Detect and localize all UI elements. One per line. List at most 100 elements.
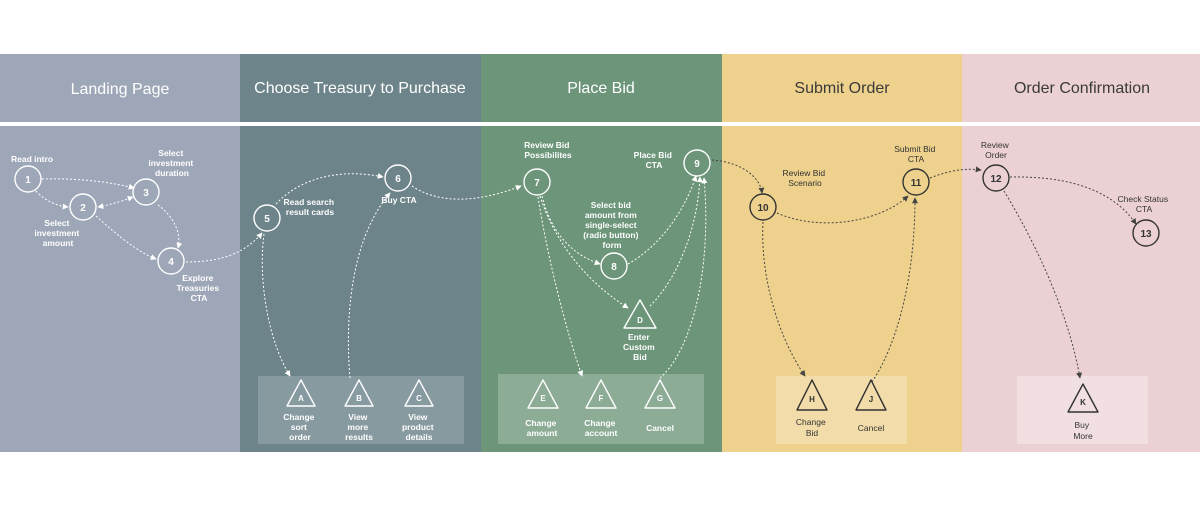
alt-E-label-line: amount <box>527 428 558 438</box>
alt-E: E Change amount <box>525 379 559 438</box>
step-6-label: Buy CTA <box>381 195 416 205</box>
alt-F: F Change account <box>584 379 618 438</box>
alt-B-label: View more results <box>345 412 373 442</box>
step-4-label-line: Treasuries <box>177 283 220 293</box>
edge-10-11 <box>776 195 909 224</box>
edge-7-D <box>539 195 629 309</box>
edge-12-13 <box>1009 176 1137 225</box>
step-12-label-line: Review <box>981 140 1010 150</box>
alt-K-letter: K <box>1080 398 1086 407</box>
step-9-label-line: Place Bid <box>634 150 672 160</box>
step-2-label: Select investment amount <box>34 218 81 248</box>
alt-D-letter: D <box>637 316 643 325</box>
edge-1-3 <box>41 178 135 190</box>
step-7: 7 Review Bid Possibilites <box>523 140 572 196</box>
alt-C-label-line: View <box>408 412 428 422</box>
edge-B-6 <box>347 192 391 379</box>
edge-2-4 <box>95 215 157 260</box>
alt-K-label-line: Buy <box>1074 420 1089 430</box>
alt-F-label: Change account <box>584 418 618 438</box>
alt-D-label-line: Enter <box>628 332 650 342</box>
edge-6-7 <box>411 185 522 200</box>
edge-5-A <box>261 233 291 377</box>
edge-9-10 <box>711 159 765 194</box>
step-6: 6 Buy CTA <box>381 164 417 205</box>
step-8-number: 8 <box>611 262 617 273</box>
alt-H-label-line: Change <box>796 417 826 427</box>
step-2: 2 Select investment amount <box>34 193 97 248</box>
step-11-label-line: Submit Bid <box>894 144 935 154</box>
alt-A-label: Change sort order <box>283 412 317 442</box>
alt-H-label: Change Bid <box>796 417 828 438</box>
step-5-label-line: result cards <box>286 207 334 217</box>
step-12-label-line: Order <box>985 150 1007 160</box>
edge-G-9 <box>659 177 708 379</box>
step-13-label-line: CTA <box>1136 204 1153 214</box>
step-7-label-line: Review Bid <box>524 140 569 150</box>
alt-C-letter: C <box>416 394 422 403</box>
step-10-label: Review Bid Scenario <box>783 168 828 188</box>
edge-1-2 <box>35 190 69 210</box>
alt-B-letter: B <box>356 394 362 403</box>
alt-J-label: Cancel <box>858 423 885 433</box>
step-5-label-line: Read search <box>284 197 335 207</box>
alt-E-label: Change amount <box>525 418 559 438</box>
edge-3-4 <box>157 204 183 249</box>
edge-4-5 <box>185 232 263 263</box>
step-12-number: 12 <box>990 174 1002 185</box>
step-3-label-line: duration <box>155 168 189 178</box>
alt-C-label-line: details <box>406 432 433 442</box>
edge-7-8 <box>541 195 601 266</box>
step-8-label-line: form <box>603 240 622 250</box>
alt-H-letter: H <box>809 395 815 404</box>
alt-G: G Cancel <box>644 379 676 433</box>
step-2-label-line: Select <box>44 218 69 228</box>
alt-B-label-line: results <box>345 432 373 442</box>
edge-2-3 <box>97 195 134 210</box>
alt-A-label-line: sort <box>291 422 307 432</box>
alt-H-label-line: Bid <box>806 428 819 438</box>
step-10-label-line: Scenario <box>788 178 822 188</box>
alt-D-label-line: Bid <box>633 352 647 362</box>
alt-C-label-line: product <box>402 422 434 432</box>
step-11-label-line: CTA <box>908 154 925 164</box>
alt-A-label-line: order <box>289 432 311 442</box>
step-4-label: Explore Treasuries CTA <box>177 273 222 303</box>
step-9: 9 Place Bid CTA <box>634 149 711 177</box>
alt-K: K Buy More <box>1067 383 1099 441</box>
step-9-number: 9 <box>694 159 700 170</box>
step-4-number: 4 <box>168 257 174 268</box>
step-4-label-line: CTA <box>191 293 208 303</box>
step-2-number: 2 <box>80 203 86 214</box>
step-5-number: 5 <box>264 214 270 225</box>
alt-H: H Change Bid <box>796 379 828 438</box>
alt-A-label-line: Change <box>283 412 314 422</box>
alt-box-bid <box>498 374 704 444</box>
lane-choose <box>240 54 481 452</box>
alt-box-confirm <box>1017 376 1148 444</box>
step-10-label-line: Review Bid <box>783 168 826 178</box>
lane-title-submit: Submit Order <box>794 80 890 97</box>
alt-box-submit <box>776 376 907 444</box>
step-3-label-line: investment <box>148 158 193 168</box>
alt-C-label: View product details <box>402 412 436 442</box>
step-8-label-line: (radio button) <box>583 230 638 240</box>
step-13-label: Check Status CTA <box>1118 194 1171 214</box>
step-7-label: Review Bid Possibilites <box>524 140 572 160</box>
edge-12-K <box>1003 190 1083 379</box>
step-3-number: 3 <box>143 188 149 199</box>
alt-G-letter: G <box>657 394 663 403</box>
alt-E-label-line: Change <box>525 418 556 428</box>
step-4: 4 Explore Treasuries CTA <box>157 247 222 303</box>
alt-D-label-line: Custom <box>623 342 655 352</box>
step-5-label: Read search result cards <box>284 197 337 217</box>
lane-bid <box>481 54 722 452</box>
lane-title-landing: Landing Page <box>71 81 170 98</box>
step-5: 5 Read search result cards <box>253 197 337 232</box>
lane-landing <box>0 54 240 452</box>
step-9-label: Place Bid CTA <box>634 150 675 170</box>
edge-J-11 <box>871 197 918 383</box>
lane-title-bid: Place Bid <box>567 80 635 97</box>
step-8-label: Select bid amount from single-select (ra… <box>583 200 641 250</box>
step-3-label-line: Select <box>158 148 183 158</box>
